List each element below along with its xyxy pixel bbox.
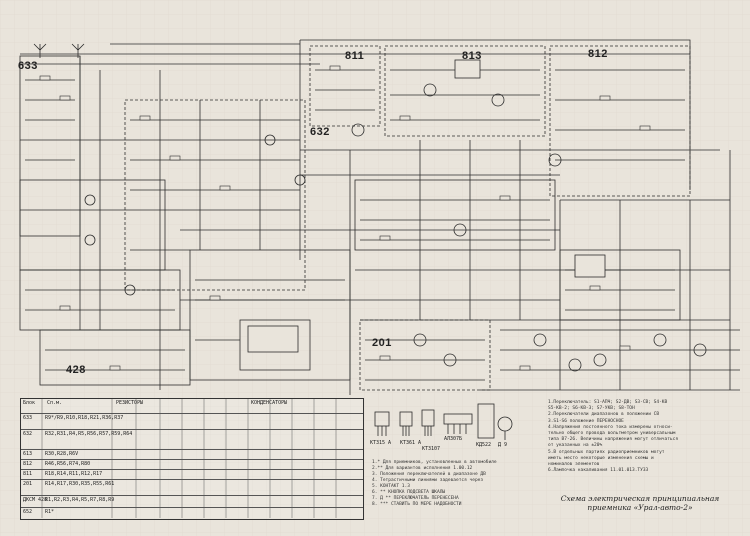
footnote: 7. Д ** ПЕРЕКЛЮЧАТЕЛЬ ПЕРЕНЕСЕНА [372, 496, 459, 501]
ic-chips [247, 59, 606, 353]
row-id: 652 [23, 509, 33, 515]
row-items: R30,R28,R6V [45, 451, 79, 457]
pinout-label-kt361: КТ361 А [400, 440, 422, 446]
right-note: 2.Переключатели диапазонов в положении С… [548, 412, 660, 418]
footnote: 1.* Для приемников, установленных в авто… [372, 460, 497, 465]
table-row: 632 R32,R31,R4,R5,R56,R57,R59,R64 [21, 429, 363, 440]
pinout-label-kd522: КД522 [476, 442, 492, 448]
footnote: 5. КОНТАКТ 1.3 [372, 484, 410, 489]
row-items: R14,R17,R30,R35,R55,R61 [45, 481, 115, 487]
right-note: номиналов элементов [548, 462, 600, 468]
pinout-label-kt315: КТ315 А [370, 440, 392, 446]
transistors [84, 83, 707, 372]
block-label-812: 812 [588, 48, 608, 60]
row-id: ДКСМ 428 [23, 497, 48, 503]
pinout-label-led: АЛ307Б [444, 436, 463, 442]
table-header-capacitors: КОНДЕНСАТОРЫ [251, 400, 288, 406]
table-header-block: Блок [23, 400, 36, 406]
row-id: 632 [23, 431, 33, 437]
row-id: 613 [23, 451, 33, 457]
pinout-label-kt3107: КТ3107 [422, 446, 441, 452]
block-label-201: 201 [372, 337, 392, 349]
row-items: R46,R56,R74,R80 [45, 461, 91, 467]
right-note: 4.Напряжения постоянного тока измерены о… [548, 424, 673, 430]
block-label-633: 633 [18, 60, 38, 72]
table-row: 201 R14,R17,R30,R35,R55,R61 [21, 479, 363, 490]
block-label-813: 813 [462, 50, 482, 62]
block-label-428: 428 [66, 364, 86, 376]
footnotes: 1.* Для приемников, установленных в авто… [372, 460, 572, 508]
footnote: 6. ** КНОПКА ПОДСВЕТА ШКАЛЫ [372, 490, 446, 495]
row-id: 633 [23, 415, 33, 421]
table-row: ДКСМ 428 R1,R2,R3,R4,R5,R7,R8,R9 [21, 495, 363, 506]
footnote: 3. Положения переключателей в диапазоне … [372, 472, 486, 477]
right-note: от указанных на ±20% [548, 443, 603, 449]
row-items: R32,R31,R4,R5,R56,R57,R59,R64 [45, 431, 133, 437]
element-table: Блок Сп.м. РЕЗИСТОРЫ КОНДЕНСАТОРЫ 633 R9… [20, 398, 364, 520]
table-row: 652 R1* [21, 507, 363, 518]
row-items: R1* [45, 509, 55, 515]
right-note: тельно общего провода вольтметром универ… [548, 431, 676, 437]
table-header-spm: Сп.м. [47, 400, 63, 406]
table-gridlines [41, 398, 337, 518]
footnote: 2.** Для вариантов исполнения 1.00.12 [372, 466, 473, 471]
footnote: 4. Тетрастичными линиями задевается чере… [372, 478, 484, 483]
row-items: R18,R14,R11,R12,R17 [45, 471, 103, 477]
block-label-632: 632 [310, 126, 330, 138]
pinout-pictograms [374, 403, 513, 440]
pinout-label-d9: Д 9 [498, 442, 508, 448]
wiring-layer [19, 39, 740, 395]
table-row: 633 R9*/R9,R10,R18,R21,R36,R37 [21, 413, 363, 424]
right-note: типа В7-26. Величины напряжения могут от… [548, 437, 679, 443]
table-header-resistors: РЕЗИСТОРЫ [116, 400, 144, 406]
row-id: 201 [23, 481, 33, 487]
right-note: иметь место некоторые изменения схемы и [548, 455, 654, 461]
table-row: 811 R18,R14,R11,R12,R17 [21, 469, 363, 480]
table-header: Блок Сп.м. РЕЗИСТОРЫ КОНДЕНСАТОРЫ [21, 399, 363, 414]
schematic-caption: Схема электрическая принципиальная прием… [560, 494, 720, 512]
table-row: 812 R46,R56,R74,R80 [21, 459, 363, 470]
right-note: 1.Переключатель: S1-АПЧ; S2-ДВ; S3-СВ; S… [548, 400, 668, 405]
footnote: 8. *** СТАВИТЬ ПО МЕРЕ НАДОБНОСТИ [372, 502, 462, 507]
right-note: 3.S1-S6 положение ПЕРЕНОСНОЕ [548, 418, 624, 424]
antenna-symbols [33, 43, 85, 58]
right-notes: 1.Переключатель: S1-АПЧ; S2-ДВ; S3-СВ; S… [548, 400, 738, 474]
row-id: 812 [23, 461, 33, 467]
block-label-811: 811 [345, 50, 365, 62]
passive-components [39, 65, 651, 371]
right-note: S5-КВ-2; S6-КВ-3; S7-УКВ; S8-ТОН [548, 406, 635, 412]
row-items: R9*/R9,R10,R18,R21,R36,R37 [45, 415, 124, 421]
table-row: 613 R30,R28,R6V [21, 449, 363, 460]
right-note: 6.Лампочка накаливания 11.01.013.ТУ33 [548, 468, 649, 474]
row-items: R1,R2,R3,R4,R5,R7,R8,R9 [45, 497, 115, 503]
row-id: 811 [23, 471, 33, 477]
right-note: 5.В отдельных партиях радиоприемников мо… [548, 449, 665, 455]
